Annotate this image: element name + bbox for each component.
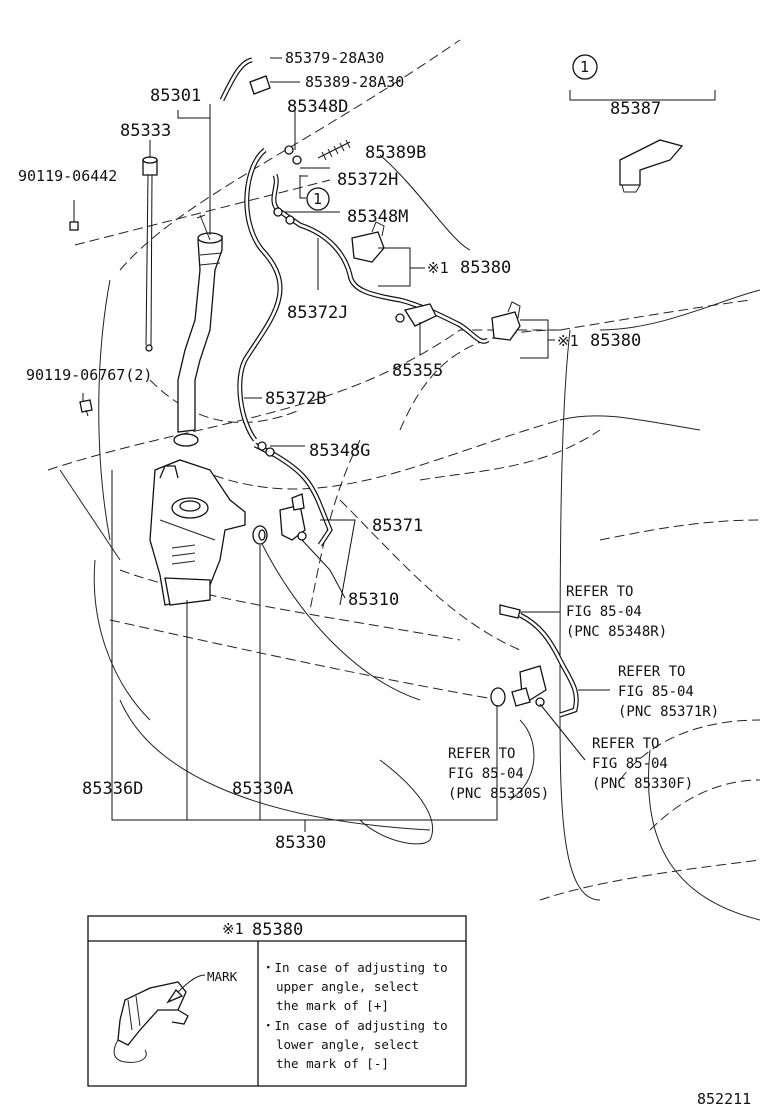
label-85372j: 85372J — [287, 303, 348, 323]
label-85336d: 85336D — [82, 779, 143, 799]
washer-tank — [149, 459, 246, 606]
refer-85348r-line3: (PNC 85348R) — [566, 624, 667, 640]
note-line-3: the mark of [+] — [276, 998, 389, 1013]
label-85371: 85371 — [372, 516, 423, 536]
figure-code: 852211 — [697, 1090, 751, 1108]
label-85380-upper: 85380 — [460, 258, 511, 278]
part-labels: 85379-28A30 85389-28A30 85301 85333 9011… — [18, 49, 661, 853]
filler-neck — [173, 214, 223, 447]
pump-85310 — [279, 493, 307, 541]
label-85348m: 85348M — [347, 207, 408, 227]
refer-85330s-line3: (PNC 85330S) — [448, 786, 549, 802]
note-box-mark: ※1 — [222, 920, 244, 938]
label-85387: 85387 — [610, 99, 661, 119]
refer-85371r-line2: FIG 85-04 — [618, 684, 694, 700]
label-90119-06767: 90119-06767(2) — [26, 366, 152, 384]
label-85389-28a30: 85389-28A30 — [305, 73, 404, 91]
callout-1-label-top: 1 — [580, 58, 589, 76]
hose-85379 — [219, 57, 271, 102]
label-85348g: 85348G — [309, 441, 370, 461]
label-85389b: 85389B — [365, 143, 426, 163]
label-85310: 85310 — [348, 590, 399, 610]
label-85330: 85330 — [275, 833, 326, 853]
refer-85348r-line2: FIG 85-04 — [566, 604, 642, 620]
level-gauge — [142, 156, 158, 352]
refer-85330s-line2: FIG 85-04 — [448, 766, 524, 782]
refer-85330f-line1: REFER TO — [592, 736, 659, 752]
hose-85372j — [271, 145, 490, 344]
callout-1-circle — [306, 54, 598, 211]
label-90119-06442: 90119-06442 — [18, 167, 117, 185]
bolt-90119-06767 — [79, 399, 93, 417]
refer-85371r-line1: REFER TO — [618, 664, 685, 680]
refer-notes: REFER TO FIG 85-04 (PNC 85348R) REFER TO… — [448, 584, 719, 802]
label-85333: 85333 — [120, 121, 171, 141]
label-85348d: 85348D — [287, 97, 348, 117]
note-box: ※1 85380 MARK ・In case of adjusting to u… — [87, 915, 467, 1087]
label-85372h: 85372H — [337, 170, 398, 190]
label-85301: 85301 — [150, 86, 201, 106]
right-side-hose — [490, 604, 579, 718]
leader-lines — [73, 57, 716, 832]
mark-label: MARK — [207, 969, 238, 984]
label-85330a: 85330A — [232, 779, 293, 799]
refer-85330s-line1: REFER TO — [448, 746, 515, 762]
clip-85387 — [619, 139, 684, 193]
grommet-85330a — [252, 525, 268, 545]
callout-1-label-mid: 1 — [313, 190, 322, 208]
nozzle-85380-upper — [351, 221, 385, 263]
note-line-1: ・In case of adjusting to — [262, 960, 448, 975]
note-line-4: ・In case of adjusting to — [262, 1018, 448, 1033]
note-line-2: upper angle, select — [276, 979, 419, 994]
clip-85389b — [317, 139, 351, 161]
label-mark-ref-lower: ※1 — [557, 332, 579, 350]
nozzle-85380-lower — [491, 301, 521, 341]
bolt-90119-06442 — [69, 214, 79, 231]
vehicle-outline — [47, 39, 760, 921]
hose-85372b — [237, 148, 333, 547]
refer-85330f-line2: FIG 85-04 — [592, 756, 668, 772]
nozzle-detail-illustration — [113, 974, 206, 1063]
label-85355: 85355 — [392, 361, 443, 381]
note-line-6: the mark of [-] — [276, 1056, 389, 1071]
refer-85371r-line3: (PNC 85371R) — [618, 704, 719, 720]
refer-85330f-line3: (PNC 85330F) — [592, 776, 693, 792]
note-box-title: 85380 — [252, 920, 303, 940]
refer-85348r-line1: REFER TO — [566, 584, 633, 600]
joint-85355 — [395, 303, 437, 327]
label-85372b: 85372B — [265, 389, 326, 409]
label-85380-lower: 85380 — [590, 331, 641, 351]
note-line-5: lower angle, select — [276, 1037, 419, 1052]
label-mark-ref-upper: ※1 — [427, 259, 449, 277]
label-85379: 85379-28A30 — [285, 49, 384, 67]
